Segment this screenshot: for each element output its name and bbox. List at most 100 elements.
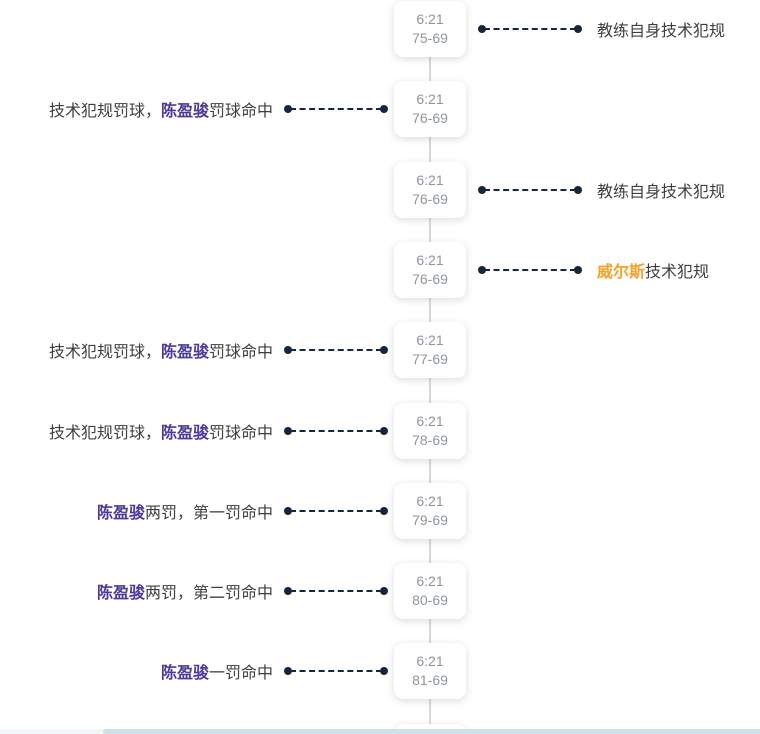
connector-dash-line: [290, 108, 382, 110]
event-group: 教练自身技术犯规: [478, 17, 725, 41]
connector-dot: [380, 667, 388, 675]
event-time-score-card: 6:21 79-69: [394, 483, 466, 539]
connector-dot: [284, 587, 292, 595]
connector-dot: [478, 25, 486, 33]
connector-dot: [380, 427, 388, 435]
event-connector: [478, 25, 582, 33]
event-time: 6:21: [416, 493, 444, 509]
timeline-event-row: 陈盈骏两罚，第一罚命中 6:21 79-69: [0, 483, 760, 539]
event-text-segment: 陈盈骏: [160, 425, 209, 442]
event-time: 6:21: [416, 252, 444, 268]
connector-dash-line: [290, 510, 382, 512]
event-group: 技术犯规罚球，陈盈骏罚球命中: [49, 97, 388, 121]
event-text-segment: 技术犯规罚球，: [48, 344, 161, 361]
event-time-score-card: 6:21 76-69: [394, 242, 466, 298]
event-group: 技术犯规罚球，陈盈骏罚球命中: [49, 419, 388, 443]
connector-dot: [380, 507, 388, 515]
timeline-event-row: 陈盈骏两罚，第二罚命中 6:21 80-69: [0, 563, 760, 619]
event-score: 81-69: [412, 672, 448, 688]
connector-dot: [478, 186, 486, 194]
event-label: 陈盈骏两罚，第一罚命中: [97, 499, 273, 523]
event-score: 76-69: [412, 110, 448, 126]
event-label: 技术犯规罚球，陈盈骏罚球命中: [49, 338, 273, 362]
connector-dot: [380, 346, 388, 354]
event-group: 陈盈骏两罚，第二罚命中: [97, 579, 388, 603]
event-time-score-card: 6:21 75-69: [394, 1, 466, 57]
event-time-score-card: 6:21 76-69: [394, 162, 466, 218]
event-text-segment: 技术犯规: [645, 264, 710, 281]
event-time: 6:21: [416, 573, 444, 589]
event-label: 技术犯规罚球，陈盈骏罚球命中: [49, 97, 273, 121]
connector-dash-line: [484, 189, 576, 191]
event-connector: [284, 427, 388, 435]
event-connector: [284, 105, 388, 113]
connector-dot: [574, 266, 582, 274]
connector-dash-line: [290, 349, 382, 351]
event-score: 78-69: [412, 432, 448, 448]
event-text-segment: 两罚，第一罚命中: [144, 505, 273, 522]
connector-dot: [284, 667, 292, 675]
event-text-segment: 陈盈骏: [160, 103, 209, 120]
connector-dot: [380, 587, 388, 595]
event-label: 威尔斯技术犯规: [597, 258, 709, 282]
event-text-segment: 陈盈骏: [96, 505, 145, 522]
event-text-segment: 罚球命中: [208, 344, 273, 361]
event-label: 陈盈骏两罚，第二罚命中: [97, 579, 273, 603]
event-text-segment: 陈盈骏: [160, 665, 209, 682]
event-group: 陈盈骏两罚，第一罚命中: [97, 499, 388, 523]
connector-dot: [284, 427, 292, 435]
event-group: 陈盈骏一罚命中: [161, 659, 388, 683]
event-text-segment: 教练自身技术犯规: [597, 23, 726, 40]
connector-dot: [380, 105, 388, 113]
event-label: 教练自身技术犯规: [597, 17, 725, 41]
event-time: 6:21: [416, 413, 444, 429]
event-score: 76-69: [412, 191, 448, 207]
event-text-segment: 技术犯规罚球，: [48, 103, 161, 120]
event-connector: [284, 507, 388, 515]
event-time: 6:21: [416, 332, 444, 348]
connector-dot: [284, 507, 292, 515]
event-time: 6:21: [416, 172, 444, 188]
event-time-score-card: 6:21 80-69: [394, 563, 466, 619]
event-score: 79-69: [412, 512, 448, 528]
event-text-segment: 技术犯规罚球，: [48, 425, 161, 442]
timeline-event-row: 技术犯规罚球，陈盈骏罚球命中 6:21 78-69: [0, 403, 760, 459]
timeline-event-row: 技术犯规罚球，陈盈骏罚球命中 6:21 77-69: [0, 322, 760, 378]
event-time-score-card: 6:21 76-69: [394, 81, 466, 137]
horizontal-scrollbar[interactable]: [0, 729, 760, 734]
event-connector: [284, 667, 388, 675]
connector-dot: [574, 186, 582, 194]
connector-dot: [284, 105, 292, 113]
connector-dot: [284, 346, 292, 354]
event-text-segment: 陈盈骏: [160, 344, 209, 361]
event-label: 技术犯规罚球，陈盈骏罚球命中: [49, 419, 273, 443]
connector-dot: [478, 266, 486, 274]
timeline-event-row: 教练自身技术犯规 6:21 75-69: [0, 1, 760, 57]
event-time: 6:21: [416, 91, 444, 107]
event-score: 75-69: [412, 30, 448, 46]
connector-dot: [574, 25, 582, 33]
event-label: 教练自身技术犯规: [597, 178, 725, 202]
event-label: 陈盈骏一罚命中: [161, 659, 273, 683]
event-text-segment: 威尔斯: [597, 264, 646, 281]
event-score: 77-69: [412, 351, 448, 367]
scrollbar-thumb[interactable]: [103, 729, 760, 734]
event-text-segment: 教练自身技术犯规: [597, 184, 726, 201]
event-group: 威尔斯技术犯规: [478, 258, 709, 282]
event-score: 80-69: [412, 592, 448, 608]
event-time-score-card: 6:21 77-69: [394, 322, 466, 378]
event-text-segment: 罚球命中: [208, 425, 273, 442]
event-group: 教练自身技术犯规: [478, 178, 725, 202]
event-time-score-card: 6:21 78-69: [394, 403, 466, 459]
event-text-segment: 陈盈骏: [96, 585, 145, 602]
event-time: 6:21: [416, 653, 444, 669]
event-connector: [478, 266, 582, 274]
event-text-segment: 一罚命中: [208, 665, 273, 682]
event-connector: [284, 346, 388, 354]
timeline-event-row: 威尔斯技术犯规 6:21 76-69: [0, 242, 760, 298]
timeline-event-row: 陈盈骏一罚命中 6:21 81-69: [0, 643, 760, 699]
event-group: 技术犯规罚球，陈盈骏罚球命中: [49, 338, 388, 362]
event-score: 76-69: [412, 271, 448, 287]
event-time-score-card: 6:21 81-69: [394, 643, 466, 699]
event-time: 6:21: [416, 11, 444, 27]
